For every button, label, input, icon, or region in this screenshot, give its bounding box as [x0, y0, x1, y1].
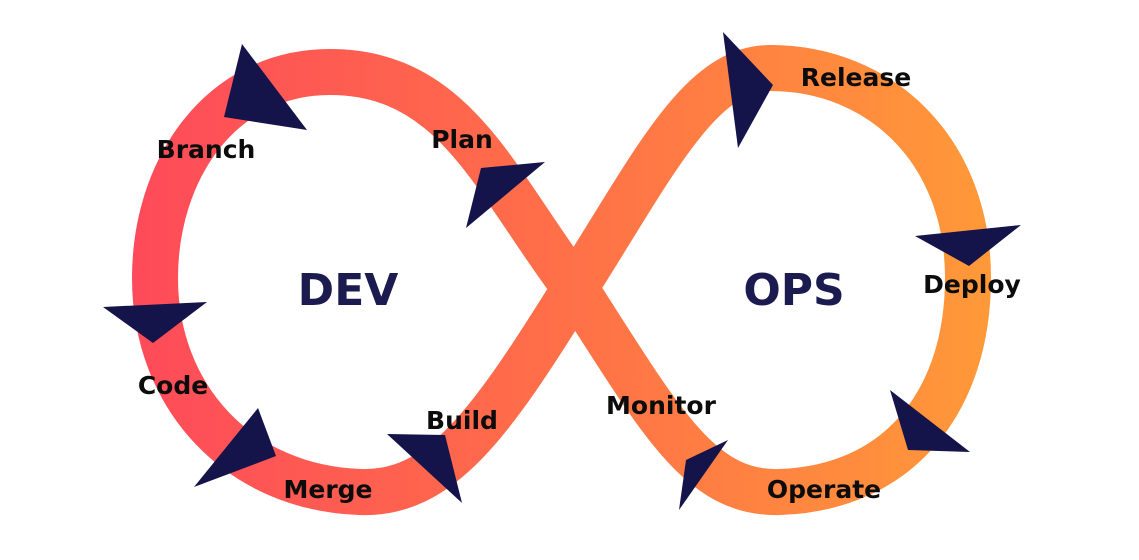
- stage-label-plan: Plan: [431, 125, 493, 154]
- stage-label-merge: Merge: [283, 475, 372, 504]
- arrow-plan-icon: [466, 162, 545, 228]
- arrow-build-icon: [387, 434, 462, 503]
- stage-label-operate: Operate: [767, 475, 881, 504]
- arrow-monitor-icon: [679, 440, 728, 510]
- stage-label-code: Code: [138, 371, 208, 400]
- arrow-release-icon: [723, 32, 773, 148]
- stage-label-branch: Branch: [157, 135, 256, 164]
- ops-loop-title: OPS: [743, 265, 844, 316]
- arrow-code-icon: [103, 302, 207, 343]
- dev-loop-title: DEV: [298, 265, 399, 316]
- stage-label-monitor: Monitor: [606, 391, 717, 420]
- stage-label-build: Build: [426, 406, 498, 435]
- stage-label-release: Release: [801, 63, 911, 92]
- infinity-loop-band: [132, 45, 991, 516]
- arrow-deploy-icon: [915, 225, 1021, 266]
- arrow-merge-icon: [194, 408, 276, 487]
- arrow-operate-icon: [890, 390, 970, 452]
- stage-label-deploy: Deploy: [923, 270, 1021, 299]
- arrow-branch-icon: [224, 44, 307, 130]
